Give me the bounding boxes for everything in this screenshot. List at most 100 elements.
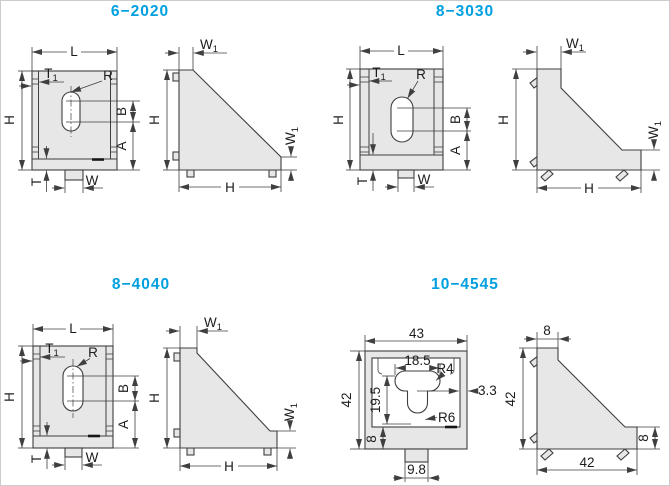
- dim-label-side-height: 42: [503, 391, 518, 406]
- side-view-8-3030: W1 H W1 H: [496, 36, 664, 196]
- bracket-side-profile: [536, 68, 642, 171]
- dim-label-H: H: [224, 459, 234, 474]
- dim-W: W: [52, 450, 102, 470]
- side-view-10-4545: 8 42 8 42: [503, 323, 660, 475]
- foot-left: [540, 448, 554, 461]
- dim-label-H: H: [147, 393, 162, 403]
- dim-slot-depth: 19.5: [368, 375, 411, 425]
- dim-label-T: T: [29, 178, 44, 186]
- dim-W1-top: W1: [165, 37, 227, 70]
- front-view-6-2020: L H T1 R B: [2, 44, 140, 193]
- dim-T: T: [355, 133, 376, 191]
- dim-H: H: [2, 345, 33, 449]
- dim-label-L: L: [69, 321, 77, 336]
- dim-T1: T1: [347, 65, 392, 88]
- dim-H-left: H: [496, 68, 537, 171]
- foot-left: [186, 169, 195, 178]
- dim-radius-top: R4: [435, 361, 454, 381]
- dim-H-bottom: H: [178, 170, 282, 195]
- panel-title: 8−3030: [436, 3, 494, 20]
- dim-label-T1: T1: [45, 341, 59, 359]
- dim-L: L: [31, 44, 118, 71]
- slot-hole: [61, 91, 81, 132]
- dim-label-W1: W1: [204, 315, 222, 333]
- side-tab-bottom: [172, 151, 180, 161]
- dim-R: R: [76, 345, 98, 367]
- foot-left: [186, 447, 195, 456]
- dim-label-H: H: [2, 392, 17, 402]
- dim-label-W1: W1: [200, 37, 218, 55]
- mount-tab: [64, 169, 84, 181]
- serration-marks: [360, 76, 443, 153]
- dim-radius-bottom: R6: [425, 410, 455, 425]
- dim-B: B: [397, 107, 471, 132]
- dim-label-L: L: [70, 44, 78, 59]
- dim-A: A: [114, 122, 140, 171]
- dim-A: A: [113, 401, 139, 449]
- dim-label-H: H: [331, 115, 346, 125]
- dim-label-W: W: [418, 172, 431, 187]
- dim-T: T: [29, 146, 50, 192]
- dim-label-B: B: [448, 115, 463, 124]
- panel-title: 8−4040: [112, 276, 170, 293]
- dim-label-H: H: [147, 115, 162, 125]
- dim-label-B: B: [116, 384, 131, 393]
- bracket-side-profile: [179, 347, 278, 449]
- dim-front-height: 42: [339, 350, 365, 450]
- dim-label-W1: W1: [283, 127, 301, 145]
- foot-right: [268, 169, 277, 178]
- dim-label-T1: T1: [44, 66, 58, 84]
- dim-label-side-step-height: 8: [636, 434, 651, 442]
- dim-label-A: A: [448, 146, 463, 155]
- dim-label-base-height: 8: [364, 435, 379, 443]
- dim-side-height: 42: [503, 347, 537, 450]
- dim-label-H: H: [225, 180, 235, 195]
- dim-H-bottom: H: [179, 448, 278, 474]
- dim-W: W: [385, 172, 434, 192]
- dim-L: L: [32, 321, 114, 346]
- dim-R: R: [70, 68, 113, 93]
- dim-W1-right: W1: [271, 403, 300, 459]
- dim-label-wall-thickness: 3.3: [478, 383, 497, 398]
- dim-label-L: L: [397, 43, 405, 58]
- dim-label-T1: T1: [372, 65, 386, 83]
- dim-label-radius-bottom: R6: [438, 410, 455, 425]
- dim-R: R: [407, 67, 426, 99]
- dim-label-W1: W1: [566, 36, 584, 54]
- dim-label-R: R: [103, 68, 113, 83]
- front-view-8-3030: L H T1 R B: [331, 43, 471, 192]
- dim-T1: T1: [19, 66, 64, 89]
- dim-B: B: [67, 375, 139, 402]
- dim-H-bottom: H: [536, 170, 642, 196]
- foot-right: [615, 169, 629, 182]
- dim-A: A: [443, 131, 471, 171]
- foot-right: [616, 448, 630, 461]
- front-view-10-4545: 43 42 18.5 19.5 R4: [339, 326, 497, 482]
- dim-label-slot-width: 18.5: [404, 353, 430, 368]
- panel-8-4040: 8−4040 L: [2, 276, 300, 474]
- dim-W1-top: W1: [523, 36, 586, 69]
- dim-W: W: [52, 173, 103, 193]
- mount-tab: [397, 169, 415, 179]
- panel-10-4545: 10−4545 43 42 18.: [339, 276, 660, 482]
- side-tab-top: [172, 72, 180, 82]
- dim-label-front-height: 42: [339, 392, 354, 407]
- dim-L: L: [359, 43, 444, 69]
- dim-B: B: [66, 100, 140, 123]
- foot-left: [540, 169, 554, 182]
- dim-label-T: T: [355, 177, 370, 185]
- dim-front-width: 43: [364, 326, 468, 351]
- slot-hole: [390, 96, 414, 143]
- dim-W1-top: W1: [166, 315, 228, 348]
- panel-title: 10−4545: [431, 276, 499, 293]
- bracket-side-profile: [178, 69, 282, 171]
- dim-label-W1: W1: [282, 403, 300, 421]
- dim-label-A: A: [114, 141, 129, 150]
- mount-tab: [404, 448, 429, 463]
- serration-marks: [32, 78, 117, 153]
- dim-label-H: H: [496, 115, 511, 125]
- dim-H-left: H: [147, 69, 179, 171]
- dim-label-B: B: [114, 107, 129, 116]
- side-tab-bottom: [173, 428, 181, 438]
